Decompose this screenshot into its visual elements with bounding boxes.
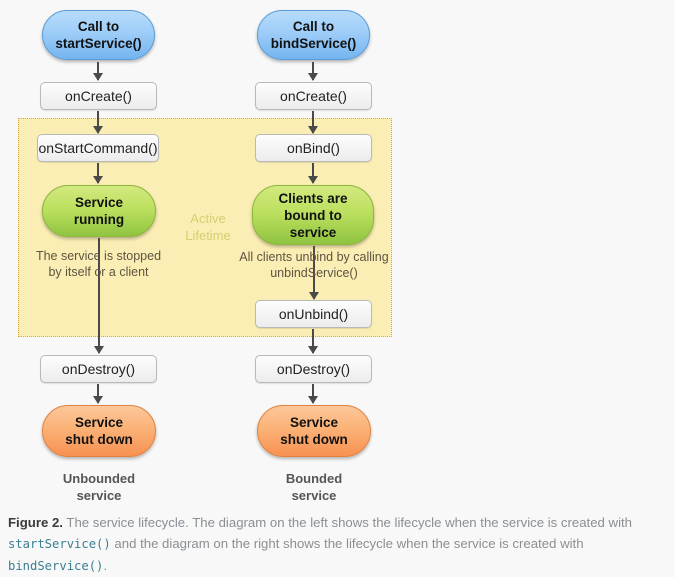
node-onbind: onBind() (255, 134, 372, 162)
node-ondestroy-left: onDestroy() (40, 355, 157, 383)
arrow-ondestroy-to-shutdown-right (312, 384, 314, 403)
service-shutdown-left-line2: shut down (65, 432, 133, 447)
active-lifetime-label-line1: Active (190, 211, 226, 226)
service-shutdown-right-line1: Service (289, 415, 339, 430)
figure-caption-text-1: The service lifecycle. The diagram on th… (62, 515, 633, 530)
call-to-start-service-line2: startService() (55, 36, 142, 51)
clients-bound-line2: bound to (284, 207, 342, 223)
arrow-bound-to-onunbind (313, 246, 315, 299)
node-ondestroy-right: onDestroy() (255, 355, 372, 383)
arrow-start-to-oncreate-left (97, 62, 99, 80)
node-oncreate-left: onCreate() (40, 82, 157, 110)
arrow-oncreate-to-onbind (312, 111, 314, 133)
arrow-ondestroy-to-shutdown-left (97, 384, 99, 403)
node-onunbind: onUnbind() (255, 300, 372, 328)
service-shutdown-left-line1: Service (74, 415, 124, 430)
annotation-clients-unbind-line2: unbindService() (270, 266, 358, 280)
annotation-service-stopped-line1: The service is stopped (35, 249, 162, 263)
annotation-service-stopped-line2: by itself or a client (48, 265, 149, 279)
node-call-to-start-service: Call to startService() (42, 10, 155, 60)
call-to-bind-service-line1: Call to (292, 19, 335, 34)
figure-caption-code-bindservice: bindService() (8, 559, 104, 573)
annotation-service-stopped: The service is stopped by itself or a cl… (16, 248, 181, 280)
active-lifetime-label-line2: Lifetime (185, 228, 231, 243)
arrow-onbind-to-bound (312, 163, 314, 183)
arrow-start-to-oncreate-right (312, 62, 314, 80)
node-service-shutdown-right: Service shut down (257, 405, 371, 457)
arrow-onunbind-to-ondestroy (312, 329, 314, 353)
node-call-to-bind-service: Call to bindService() (257, 10, 370, 60)
ondestroy-left-label: onDestroy() (61, 361, 136, 377)
figure-number: Figure 2. (8, 515, 63, 530)
oncreate-left-label: onCreate() (65, 88, 132, 104)
arrow-running-to-ondestroy (98, 238, 100, 353)
oncreate-right-label: onCreate() (280, 88, 347, 104)
service-lifecycle-figure: Active Lifetime Call to startService() o… (0, 0, 675, 552)
caption-bounded-service-line2: service (291, 488, 337, 503)
service-running-line1: Service (74, 195, 124, 210)
call-to-start-service-line1: Call to (77, 19, 120, 34)
annotation-clients-unbind: All clients unbind by calling unbindServ… (228, 249, 400, 281)
annotation-clients-unbind-line1: All clients unbind by calling (239, 250, 389, 264)
node-service-running: Service running (42, 185, 156, 237)
arrow-oncreate-to-onstartcommand (97, 111, 99, 133)
figure-caption-text-3: . (103, 558, 108, 573)
onbind-label: onBind() (287, 140, 340, 156)
onstartcommand-label: onStartCommand() (38, 140, 158, 156)
node-oncreate-right: onCreate() (255, 82, 372, 110)
caption-unbounded-service-line1: Unbounded (62, 471, 136, 486)
figure-caption-code-startservice: startService() (8, 537, 111, 551)
onunbind-label: onUnbind() (278, 306, 349, 322)
caption-bounded-service: Bounded service (248, 470, 380, 504)
call-to-bind-service-line2: bindService() (270, 36, 357, 51)
service-running-line2: running (73, 212, 125, 227)
node-onstartcommand: onStartCommand() (37, 134, 159, 162)
figure-caption: Figure 2. The service lifecycle. The dia… (8, 512, 668, 577)
clients-bound-line1: Clients are (278, 190, 348, 206)
node-service-shutdown-left: Service shut down (42, 405, 156, 457)
service-shutdown-right-line2: shut down (280, 432, 348, 447)
figure-caption-text-2: and the diagram on the right shows the l… (110, 536, 584, 551)
caption-unbounded-service: Unbounded service (33, 470, 165, 504)
arrow-onstartcommand-to-running (97, 163, 99, 183)
caption-unbounded-service-line2: service (76, 488, 122, 503)
ondestroy-right-label: onDestroy() (276, 361, 351, 377)
active-lifetime-label: Active Lifetime (168, 210, 248, 244)
node-clients-bound: Clients are bound to service (252, 185, 374, 245)
caption-bounded-service-line1: Bounded (285, 471, 343, 486)
clients-bound-line3: service (289, 224, 337, 240)
